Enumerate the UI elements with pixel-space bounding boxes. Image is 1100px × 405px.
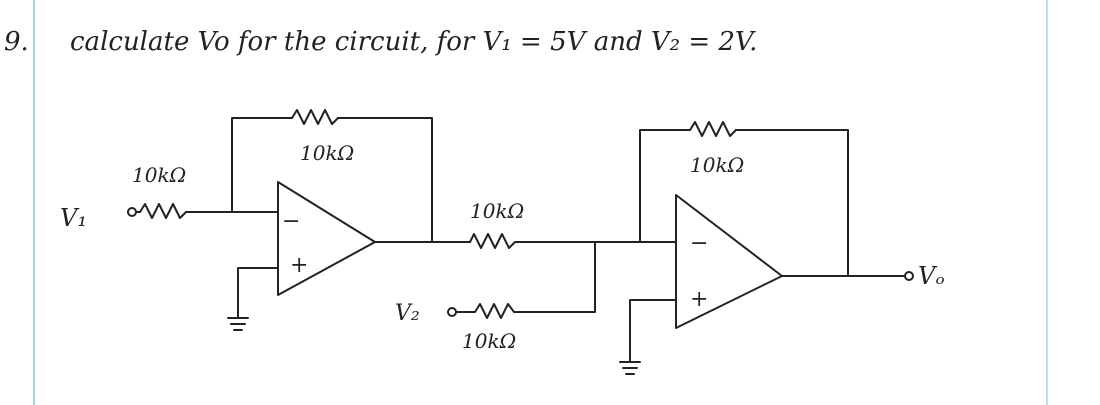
opamp1-triangle [277, 181, 376, 296]
opamp2-ground-wire [629, 299, 677, 363]
margin-rule [33, 0, 35, 405]
margin-rule-right [1046, 0, 1048, 405]
opamp2-minus-sign: − [690, 231, 708, 256]
v2-terminal [447, 307, 457, 317]
vo-terminal [904, 271, 914, 281]
r-v2-label: 10kΩ [462, 329, 516, 353]
v2-label: V₂ [395, 301, 420, 326]
r-fb1-label: 10kΩ [300, 141, 354, 165]
opamp2-triangle [675, 194, 783, 329]
opamp1-minus-sign: − [282, 209, 300, 234]
feedback2-wire-left [639, 129, 691, 243]
opamp1-ground-wire [237, 267, 279, 319]
ground1-icon [227, 317, 249, 331]
feedback1-wire-left [231, 117, 293, 213]
r-fb2-label: 10kΩ [690, 153, 744, 177]
r-in1-label: 10kΩ [132, 163, 186, 187]
r-fb1-resistor [291, 109, 339, 125]
v1-terminal [127, 207, 137, 217]
r-v2-resistor [455, 241, 596, 319]
vo-label: Vₒ [918, 262, 945, 290]
question-number: 9. [4, 27, 29, 57]
feedback2-wire-right [735, 129, 849, 277]
r-fb2-resistor [689, 121, 737, 137]
question-text: calculate Vo for the circuit, for V₁ = 5… [70, 27, 757, 57]
r-mid-resistor [469, 233, 641, 249]
v1-label: V₁ [60, 204, 87, 232]
feedback1-wire-right [337, 117, 433, 243]
r-in1-resistor [135, 203, 233, 219]
ground2-icon [619, 361, 641, 375]
opamp1-plus-sign: + [290, 253, 308, 278]
r-mid-label: 10kΩ [470, 199, 524, 223]
opamp2-plus-sign: + [690, 287, 708, 312]
